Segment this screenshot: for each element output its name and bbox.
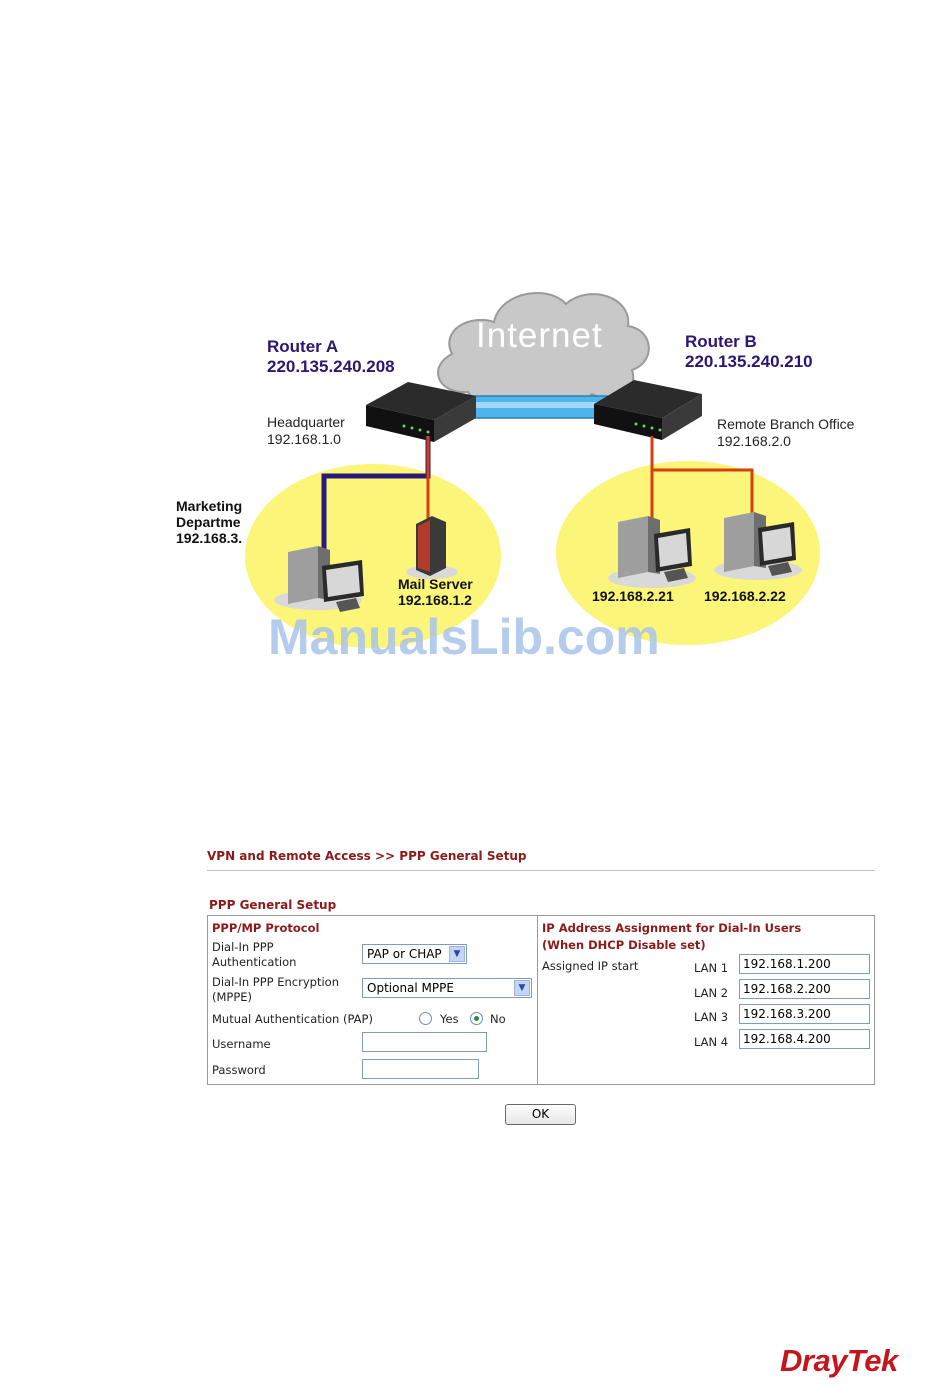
password-input[interactable] <box>362 1059 479 1079</box>
headquarter-subnet: 192.168.1.0 <box>267 431 341 447</box>
chevron-down-icon[interactable]: ▼ <box>449 946 465 962</box>
breadcrumb: VPN and Remote Access >> PPP General Set… <box>207 849 527 863</box>
ppp-mp-protocol-header: PPP/MP Protocol <box>212 921 320 935</box>
watermark: ManualsLib.com <box>268 609 660 665</box>
diagram-graphics <box>245 292 820 648</box>
encryption-select[interactable]: Optional MPPE ▼ <box>362 978 532 998</box>
auth-label-2: Authentication <box>212 955 297 969</box>
lan2-label: LAN 2 <box>694 986 729 1000</box>
lan1-label: LAN 1 <box>694 961 729 975</box>
ip-assignment-header-2: (When DHCP Disable set) <box>542 938 706 952</box>
ip-assignment-column: IP Address Assignment for Dial-In Users … <box>538 916 874 1084</box>
encryption-label-1: Dial-In PPP Encryption <box>212 975 339 989</box>
internet-label: Internet <box>476 316 603 355</box>
auth-select-value: PAP or CHAP <box>367 947 442 961</box>
marketing-label-1: Marketing <box>176 498 243 514</box>
breadcrumb-divider <box>207 870 875 871</box>
remote-branch-subnet: 192.168.2.0 <box>717 433 791 449</box>
username-input[interactable] <box>362 1032 487 1052</box>
pc-2-21-icon <box>608 516 696 588</box>
mail-server-label: Mail Server <box>398 576 473 592</box>
marketing-label-2: Departme <box>176 514 241 530</box>
router-b-ip: 220.135.240.210 <box>685 352 813 371</box>
auth-label-1: Dial-In PPP <box>212 940 274 954</box>
router-a-device <box>366 382 476 442</box>
branch-wire <box>650 436 754 522</box>
mutual-auth-no-radio[interactable] <box>470 1012 483 1025</box>
router-b-device <box>594 380 702 440</box>
network-diagram: Internet Router A 220.135.240.208 Router… <box>176 292 855 665</box>
ok-button[interactable]: OK <box>505 1104 576 1125</box>
auth-select[interactable]: PAP or CHAP ▼ <box>362 944 467 964</box>
mutual-auth-no-label: No <box>490 1012 506 1026</box>
ip-assignment-header-1: IP Address Assignment for Dial-In Users <box>542 921 802 935</box>
router-b-name: Router B <box>685 332 757 351</box>
mutual-auth-label: Mutual Authentication (PAP) <box>212 1012 373 1026</box>
settings-table: PPP/MP Protocol Dial-In PPP Authenticati… <box>207 915 875 1085</box>
ppp-general-setup-panel: VPN and Remote Access >> PPP General Set… <box>207 845 875 1125</box>
marketing-subnet: 192.168.3. <box>176 530 243 546</box>
lan3-label: LAN 3 <box>694 1010 729 1024</box>
encryption-label-2: (MPPE) <box>212 990 253 1004</box>
mutual-auth-yes-radio[interactable] <box>419 1012 432 1025</box>
router-a-ip: 220.135.240.208 <box>267 357 395 376</box>
chevron-down-icon[interactable]: ▼ <box>514 980 530 996</box>
marketing-pc-icon <box>274 546 364 612</box>
username-label: Username <box>212 1037 271 1051</box>
pc-2-22-icon <box>714 512 802 580</box>
pc-2-21-ip: 192.168.2.21 <box>592 588 674 604</box>
lan4-ip-input[interactable]: 192.168.4.200 <box>739 1029 870 1049</box>
encryption-select-value: Optional MPPE <box>367 981 454 995</box>
mutual-auth-yes-label: Yes <box>440 1012 459 1026</box>
headquarter-label: Headquarter <box>267 414 345 430</box>
remote-branch-label: Remote Branch Office <box>717 416 855 432</box>
assigned-ip-start-label: Assigned IP start <box>542 959 639 973</box>
section-title: PPP General Setup <box>209 898 337 912</box>
lan2-ip-input[interactable]: 192.168.2.200 <box>739 979 870 999</box>
ppp-mp-protocol-column: PPP/MP Protocol Dial-In PPP Authenticati… <box>208 916 538 1084</box>
mail-server-icon <box>406 516 458 579</box>
lan1-ip-input[interactable]: 192.168.1.200 <box>739 954 870 974</box>
draytek-logo: DrayTek <box>780 1343 898 1378</box>
lan3-ip-input[interactable]: 192.168.3.200 <box>739 1004 870 1024</box>
lan4-label: LAN 4 <box>694 1035 729 1049</box>
pc-2-22-ip: 192.168.2.22 <box>704 588 786 604</box>
mail-server-ip: 192.168.1.2 <box>398 592 472 608</box>
router-a-name: Router A <box>267 337 339 356</box>
password-label: Password <box>212 1063 266 1077</box>
